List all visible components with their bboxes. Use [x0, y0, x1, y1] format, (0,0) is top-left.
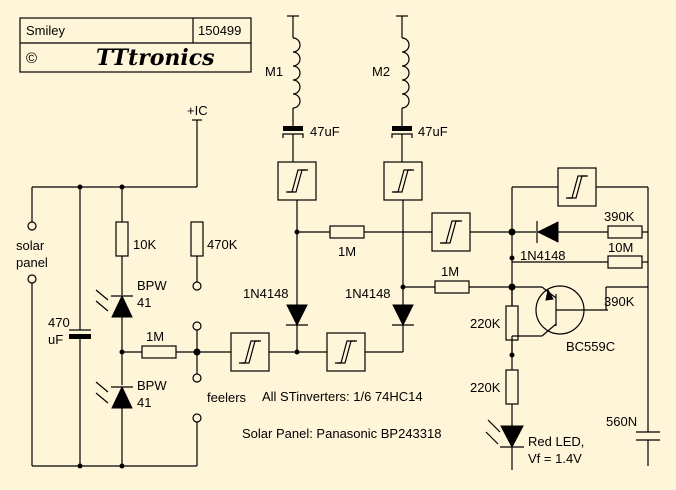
- label-solar-2: panel: [16, 255, 48, 270]
- label-feelers: feelers: [207, 390, 247, 405]
- label-m1: M1: [265, 64, 283, 79]
- label-supply: +IC: [187, 103, 208, 118]
- label-390k-top: 390K: [604, 209, 635, 224]
- label-led-1: Red LED,: [528, 434, 584, 449]
- resistor-220k-2: 220K: [470, 369, 519, 426]
- label-390k-bot: 390K: [604, 294, 635, 309]
- inverter-mid: [326, 332, 403, 372]
- label-1m-mid: 1M: [338, 244, 356, 259]
- label-470k: 470K: [207, 237, 238, 252]
- diode-1n4148-mid: 1N4148: [345, 286, 414, 352]
- resistor-390k-bot: 390K: [604, 286, 648, 310]
- label-bpw-bot-1: BPW: [137, 378, 167, 393]
- capacitor-470uf: 470 uF: [48, 187, 91, 466]
- label-bpw-top-1: BPW: [137, 278, 167, 293]
- title-name: Smiley: [26, 23, 66, 38]
- resistor-220k-1: 220K: [470, 287, 519, 370]
- label-cap-470-1: 470: [48, 315, 70, 330]
- resistor-390k-top: 390K: [604, 209, 648, 239]
- label-cap-m2: 47uF: [418, 124, 448, 139]
- label-bpw-top-2: 41: [137, 295, 151, 310]
- inverter-feedback: [511, 167, 648, 232]
- resistor-470k: 470K: [190, 221, 238, 282]
- label-diode-1: 1N4148: [243, 286, 289, 301]
- capacitor-m2: 47uF: [391, 124, 448, 162]
- diode-1n4148-right: 1N4148: [512, 221, 608, 263]
- label-220k-1: 220K: [470, 316, 501, 331]
- label-diode-2: 1N4148: [345, 286, 391, 301]
- diode-1n4148-left: 1N4148: [243, 286, 308, 352]
- label-cap-m1: 47uF: [310, 124, 340, 139]
- resistor-1m-right: 1M: [400, 264, 512, 294]
- capacitor-m1: 47uF: [282, 124, 340, 162]
- company-logo: TTtronics: [96, 45, 215, 71]
- copyright-symbol: ©: [26, 50, 37, 67]
- title-block: Smiley 150499 © TTtronics: [19, 17, 252, 73]
- resistor-10m: 10M: [512, 240, 648, 269]
- capacitor-560n: 560N: [606, 187, 660, 466]
- label-560n: 560N: [606, 414, 637, 429]
- label-220k-2: 220K: [470, 380, 501, 395]
- label-10k: 10K: [133, 237, 156, 252]
- photodiode-bottom: BPW 41: [95, 378, 167, 466]
- transistor-bc559c: BC559C: [512, 285, 615, 354]
- label-led-2: Vf = 1.4V: [528, 451, 582, 466]
- label-cap-470-2: uF: [48, 332, 63, 347]
- label-10m: 10M: [608, 240, 633, 255]
- resistor-10k: 10K: [115, 187, 156, 295]
- inverter-m1: [277, 161, 317, 305]
- feeler-contacts: feelers: [192, 281, 247, 466]
- inverter-right-input: [431, 212, 512, 252]
- note-panel: Solar Panel: Panasonic BP243318: [242, 426, 441, 441]
- solar-panel-terminals: solar panel: [16, 187, 48, 466]
- label-1m-left: 1M: [146, 329, 164, 344]
- resistor-1m-left: 1M: [119, 329, 197, 359]
- label-transistor: BC559C: [566, 339, 615, 354]
- red-led: Red LED, Vf = 1.4V: [485, 419, 584, 466]
- label-solar-1: solar: [16, 238, 45, 253]
- label-m2: M2: [372, 64, 390, 79]
- note-inverters: All STinverters: 1/6 74HC14: [262, 389, 423, 404]
- inverter-m2: [383, 161, 423, 305]
- motor-m1: M1: [265, 15, 301, 126]
- motor-m2: M2: [372, 15, 410, 126]
- supply-rail: +IC: [32, 103, 208, 190]
- label-1m-right: 1M: [441, 264, 459, 279]
- inverter-left: [197, 332, 327, 372]
- resistor-1m-mid: 1M: [294, 225, 432, 259]
- label-diode-3: 1N4148: [520, 248, 566, 263]
- title-number: 150499: [198, 23, 241, 38]
- label-bpw-bot-2: 41: [137, 395, 151, 410]
